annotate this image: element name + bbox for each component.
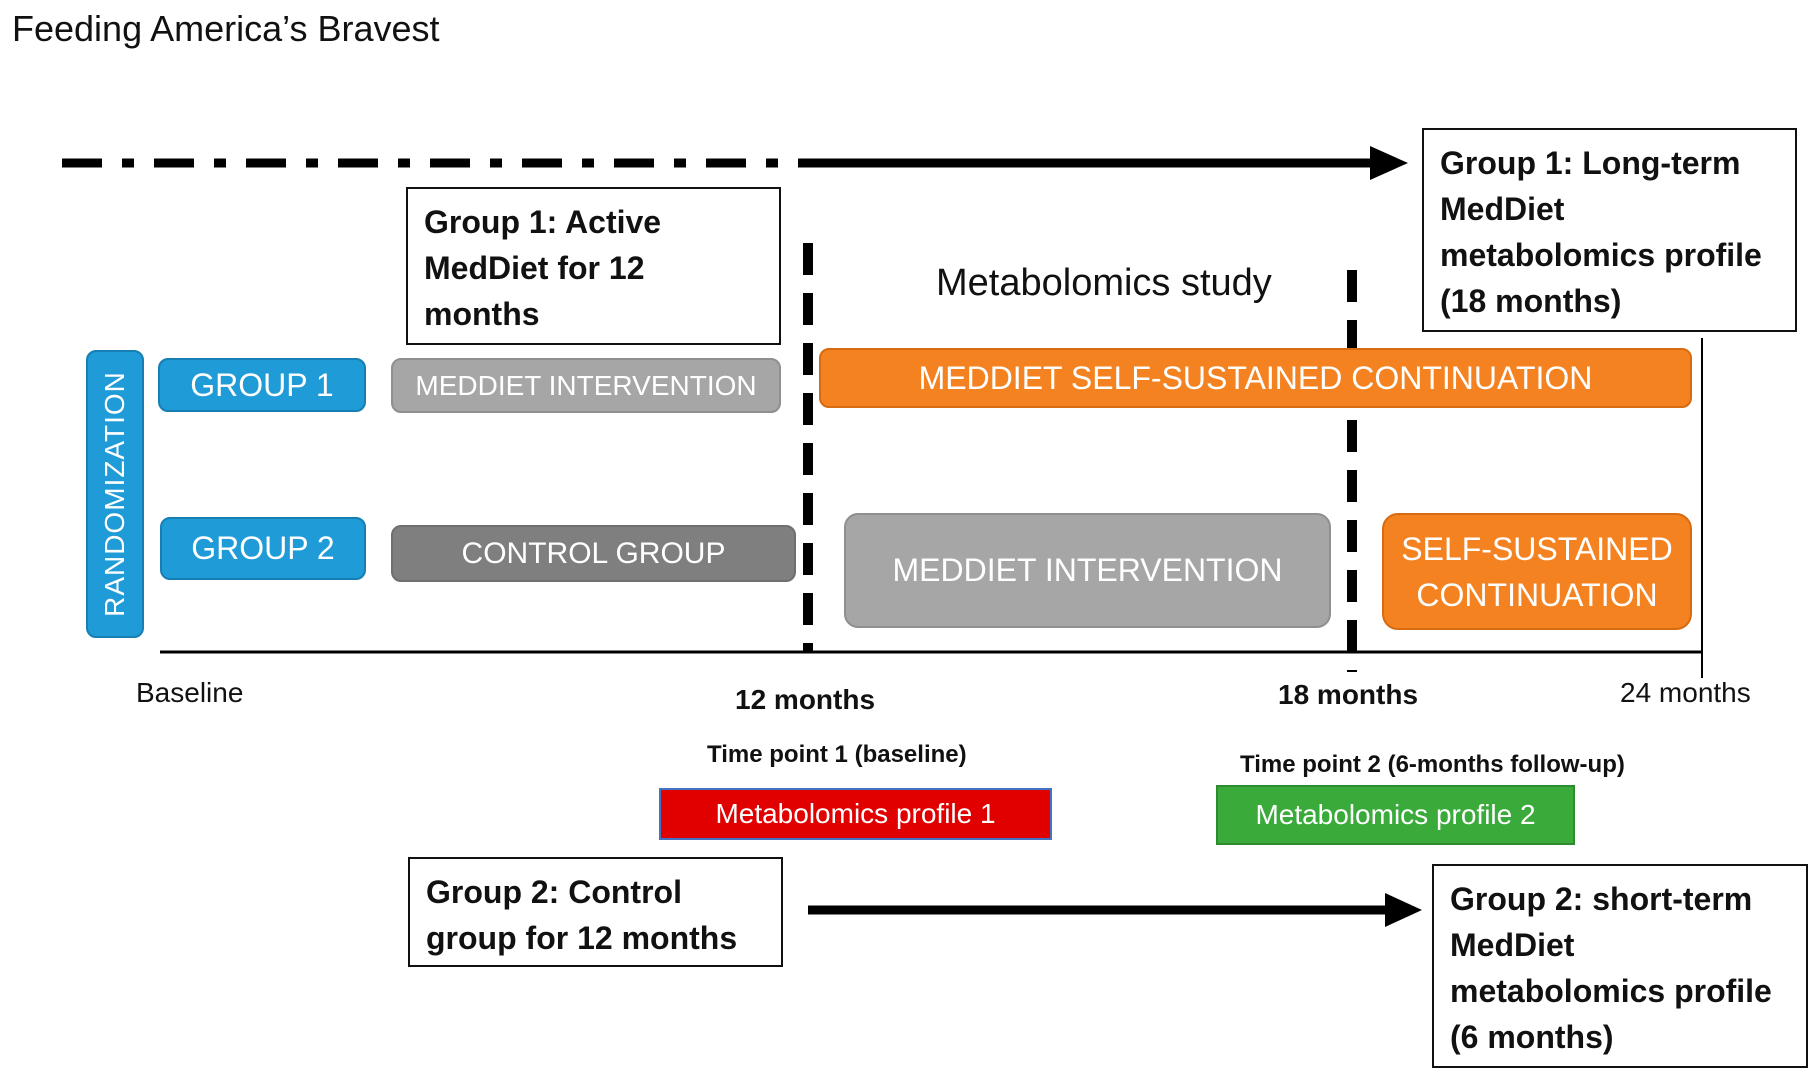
group1-active-box: Group 1: Active MedDiet for 12 months xyxy=(406,187,781,345)
group1-active-line1: Group 1: Active xyxy=(424,204,662,240)
timeline-18-months-label: 18 months xyxy=(1278,679,1419,710)
group1-label: GROUP 1 xyxy=(158,358,366,412)
group2-continuation-line1: SELF-SUSTAINED xyxy=(1401,530,1673,567)
time-point-1-label: Time point 1 (baseline) xyxy=(707,741,967,768)
group2-meddiet-intervention-bar: MEDDIET INTERVENTION xyxy=(844,513,1331,628)
bottom-arrow-head xyxy=(1385,893,1422,927)
group2-control-bar: CONTROL GROUP xyxy=(391,525,796,582)
timeline-12-months-label: 12 months xyxy=(735,684,876,715)
group1-longterm-box: Group 1: Long-term MedDiet metabolomics … xyxy=(1422,128,1797,332)
group1-longterm-line3: metabolomics profile xyxy=(1440,237,1762,273)
group1-active-line2: MedDiet for 12 xyxy=(424,250,645,286)
group1-longterm-line4: (18 months) xyxy=(1440,283,1622,319)
randomization-bar: RANDOMIZATION xyxy=(86,350,144,638)
group2-self-sustained-continuation-bar: SELF-SUSTAINED CONTINUATION xyxy=(1382,513,1692,630)
group1-active-line3: months xyxy=(424,296,540,332)
group2-shortterm-line1: Group 2: short-term xyxy=(1450,881,1753,917)
group2-shortterm-box: Group 2: short-term MedDiet metabolomics… xyxy=(1432,864,1808,1068)
group2-shortterm-line3: metabolomics profile xyxy=(1450,973,1772,1009)
group2-shortterm-line4: (6 months) xyxy=(1450,1019,1614,1055)
group2-label: GROUP 2 xyxy=(160,517,366,580)
diagram-title: Feeding America’s Bravest xyxy=(12,8,440,49)
group2-shortterm-line2: MedDiet xyxy=(1450,927,1575,963)
time-point-2-label: Time point 2 (6-months follow-up) xyxy=(1240,751,1625,778)
randomization-label: RANDOMIZATION xyxy=(99,371,130,617)
group1-longterm-line2: MedDiet xyxy=(1440,191,1565,227)
group1-self-sustained-continuation-bar: MEDDIET SELF-SUSTAINED CONTINUATION xyxy=(819,348,1692,408)
group1-meddiet-intervention-bar: MEDDIET INTERVENTION xyxy=(391,358,781,413)
timeline-baseline-label: Baseline xyxy=(136,677,244,708)
metabolomics-study-label: Metabolomics study xyxy=(936,262,1272,304)
group2-control-line2: group for 12 months xyxy=(426,920,738,956)
group2-control-line1: Group 2: Control xyxy=(426,874,682,910)
metabolomics-profile-2: Metabolomics profile 2 xyxy=(1216,785,1575,845)
group2-continuation-line2: CONTINUATION xyxy=(1416,576,1658,613)
group2-control-box: Group 2: Control group for 12 months xyxy=(408,857,783,967)
top-arrow-head xyxy=(1370,146,1408,180)
timeline-24-months-label: 24 months xyxy=(1620,677,1751,708)
metabolomics-profile-1: Metabolomics profile 1 xyxy=(659,788,1052,840)
group1-longterm-line1: Group 1: Long-term xyxy=(1440,145,1741,181)
